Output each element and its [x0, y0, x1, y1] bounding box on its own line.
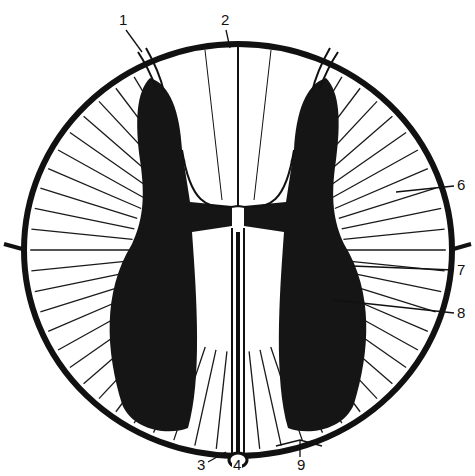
septum-line — [30, 249, 132, 250]
septum-line — [343, 229, 444, 239]
posterior-median-septum — [237, 46, 239, 206]
septum-line — [335, 169, 428, 209]
callout-number: 6 — [456, 177, 466, 193]
septum-line — [31, 261, 132, 271]
leader-lines — [126, 30, 454, 468]
callout-number: 2 — [220, 12, 230, 28]
callout-number: 7 — [456, 262, 466, 278]
callout-number: 3 — [196, 457, 206, 473]
callout-number: 1 — [118, 12, 128, 28]
gray-matter — [244, 78, 366, 431]
septum-line — [216, 351, 227, 448]
septum-line — [344, 249, 446, 250]
septum-line — [260, 350, 281, 446]
anterior-median-fissure — [232, 228, 244, 454]
callout-number: 8 — [456, 305, 466, 321]
denticulate-ligament — [450, 244, 471, 250]
fissure-vessel — [236, 232, 240, 452]
gray-matter — [110, 78, 232, 431]
pia-mater — [24, 44, 452, 456]
central-canal — [234, 213, 242, 219]
callout-number: 4 — [232, 457, 242, 473]
septum-line — [35, 208, 135, 228]
dorsal-root — [138, 48, 164, 92]
denticulate-ligament — [4, 244, 26, 250]
callout-number: 9 — [296, 457, 306, 473]
septum-line — [195, 350, 216, 446]
septum-line — [342, 208, 442, 228]
septum-line — [58, 150, 146, 199]
dorsal-root — [312, 48, 338, 92]
septum-line — [40, 188, 137, 218]
septum-line — [339, 188, 436, 218]
septum-line — [249, 351, 260, 448]
septum-line — [31, 229, 132, 239]
septum-line — [205, 50, 271, 200]
